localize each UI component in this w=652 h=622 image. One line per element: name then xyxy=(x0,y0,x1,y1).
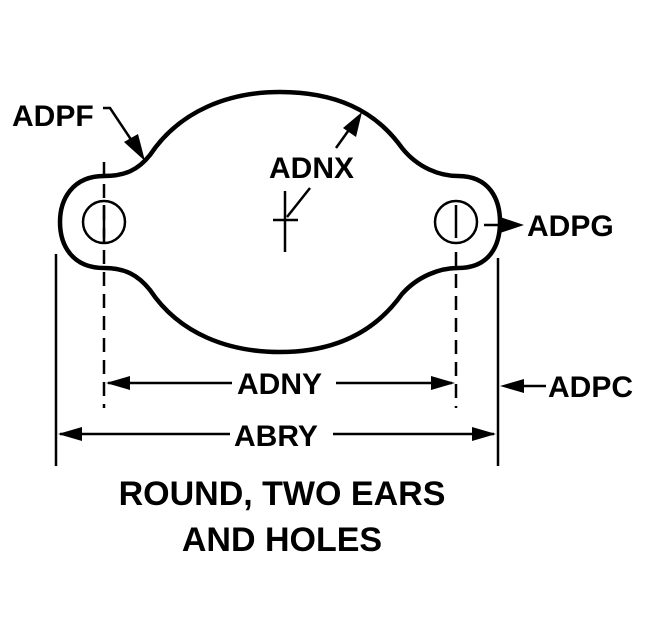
adpf-leader xyxy=(103,106,140,151)
right-hole xyxy=(433,199,479,245)
flange-outline xyxy=(57,89,503,355)
caption-line-2: AND HOLES xyxy=(182,521,382,559)
adpg-arrowhead xyxy=(500,217,524,233)
abry-arrow-left xyxy=(58,427,82,441)
label-abry: ABRY xyxy=(234,420,318,453)
label-adpc: ADPC xyxy=(548,371,633,404)
center-mark-slash xyxy=(286,187,311,218)
adnx-arrowhead xyxy=(343,112,362,137)
label-adnx: ADNX xyxy=(269,152,354,185)
adny-arrow-left xyxy=(106,376,130,390)
adpc-arrowhead xyxy=(500,379,524,393)
adny-arrow-right xyxy=(431,376,455,390)
label-adny: ADNY xyxy=(237,368,322,401)
label-adpg: ADPG xyxy=(527,210,614,243)
adpf-arrowhead xyxy=(124,134,145,161)
label-adpf: ADPF xyxy=(12,100,94,133)
caption-line-1: ROUND, TWO EARS xyxy=(119,475,446,513)
abry-arrow-right xyxy=(472,427,496,441)
left-hole xyxy=(81,199,127,245)
